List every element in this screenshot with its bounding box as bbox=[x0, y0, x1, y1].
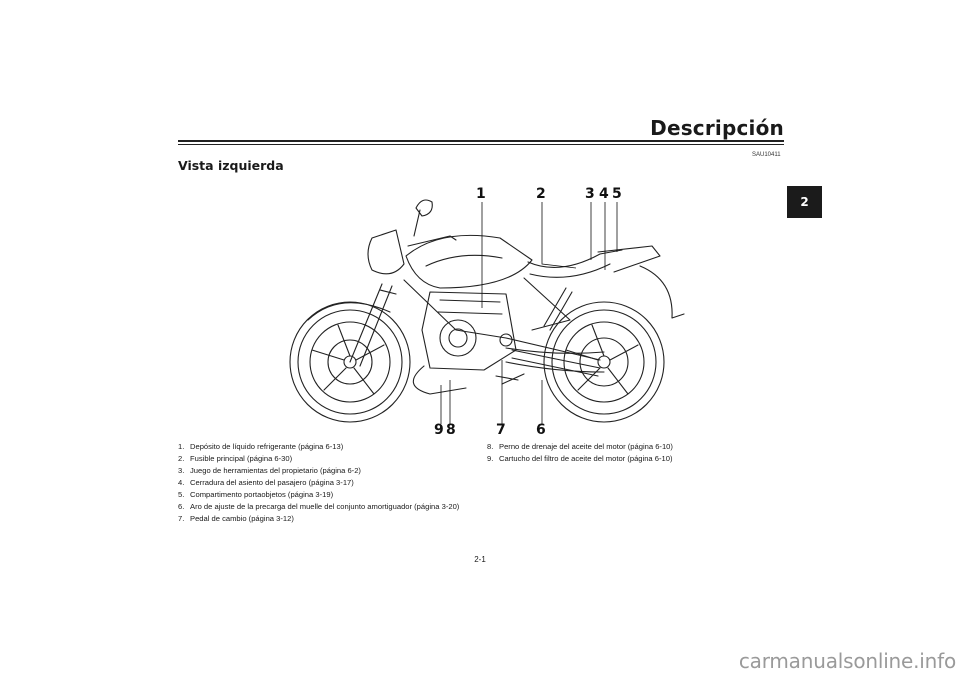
fuel-tank bbox=[405, 234, 533, 289]
motorcycle-illustration: 1 2 3 4 5 9 8 7 6 bbox=[289, 186, 685, 435]
tail-section bbox=[597, 245, 661, 273]
legend-item: 7.Pedal de cambio (página 3-12) bbox=[178, 514, 294, 523]
callout-5: 5 bbox=[612, 186, 622, 202]
shift-pedal bbox=[495, 373, 525, 385]
callout-1: 1 bbox=[476, 186, 486, 202]
legend-item: 6.Aro de ajuste de la precarga del muell… bbox=[178, 502, 460, 511]
front-fork bbox=[349, 283, 393, 367]
headlight bbox=[367, 229, 405, 275]
section-title: Vista izquierda bbox=[178, 158, 284, 173]
header-rule-thick bbox=[178, 140, 784, 142]
legend-list-right: 8.Perno de drenaje del aceite del motor … bbox=[487, 441, 777, 465]
legend-item: 4.Cerradura del asiento del pasajero (pá… bbox=[178, 478, 354, 487]
callout-2: 2 bbox=[536, 186, 546, 202]
legend-item: 3.Juego de herramientas del propietario … bbox=[178, 466, 361, 475]
callout-4: 4 bbox=[599, 186, 609, 202]
legend-item: 1.Depósito de líquido refrigerante (pági… bbox=[178, 442, 344, 451]
front-rim bbox=[309, 321, 391, 403]
callout-3: 3 bbox=[585, 186, 595, 202]
callout-7: 7 bbox=[496, 422, 506, 435]
swingarm bbox=[511, 349, 601, 377]
frame bbox=[403, 279, 601, 361]
engine bbox=[421, 291, 517, 371]
watermark[interactable]: carmanualsonline.info bbox=[738, 649, 956, 673]
chain bbox=[505, 347, 605, 373]
page-title: Descripción bbox=[650, 116, 784, 140]
rear-fender bbox=[639, 265, 685, 319]
callout-9: 9 bbox=[434, 422, 444, 435]
mirror bbox=[413, 199, 433, 237]
callout-6: 6 bbox=[536, 422, 546, 435]
legend-item: 5.Compartimento portaobjetos (página 3-1… bbox=[178, 490, 334, 499]
header-rule-thin bbox=[178, 144, 784, 145]
legend-item: 2.Fusible principal (página 6-30) bbox=[178, 454, 293, 463]
rear-tire bbox=[543, 301, 665, 423]
exhaust bbox=[412, 365, 467, 395]
doc-code: SAU10411 bbox=[752, 152, 781, 158]
legend-item: 9.Cartucho del filtro de aceite del moto… bbox=[487, 454, 673, 463]
legend-list-left: 1.Depósito de líquido refrigerante (pági… bbox=[178, 441, 478, 525]
chapter-tab[interactable]: 2 bbox=[787, 186, 822, 218]
rear-shock bbox=[543, 287, 573, 331]
front-tire bbox=[289, 301, 411, 423]
handlebar bbox=[407, 235, 457, 247]
callout-8: 8 bbox=[446, 422, 456, 435]
legend-item: 8.Perno de drenaje del aceite del motor … bbox=[487, 442, 673, 451]
leader-2 bbox=[541, 202, 577, 269]
page-number: 2-1 bbox=[474, 555, 486, 564]
rear-rim bbox=[563, 321, 645, 403]
